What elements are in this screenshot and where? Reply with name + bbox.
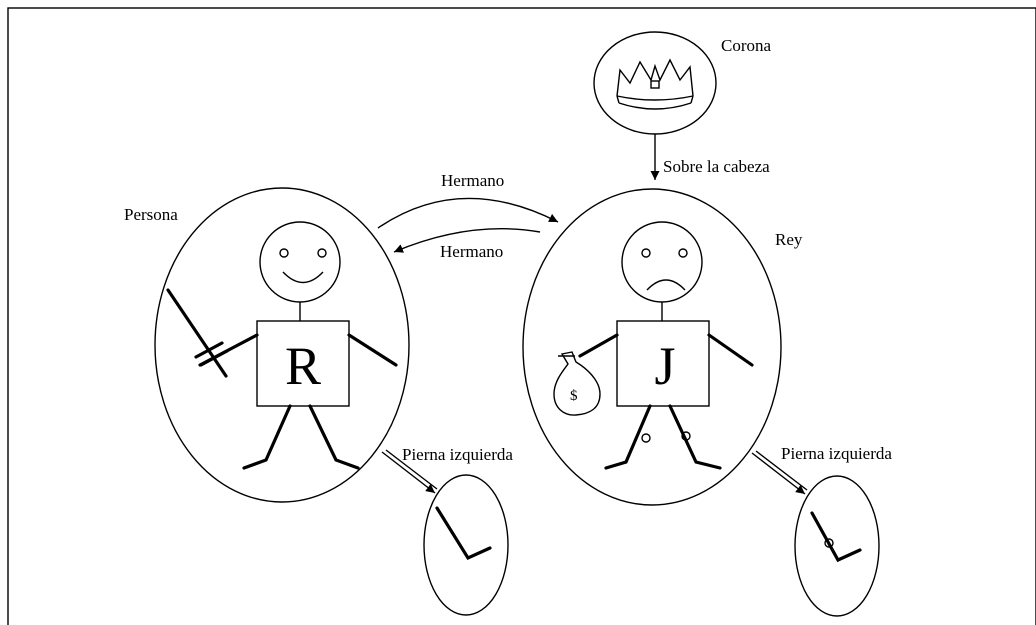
person-r-torso xyxy=(256,320,350,407)
frowning-head-icon xyxy=(621,221,703,303)
persona-label: Persona xyxy=(124,205,178,224)
left-leg-r-ellipse xyxy=(423,474,509,616)
sword-icon xyxy=(166,288,229,378)
left-leg-r: Pierna izquierda xyxy=(381,445,513,616)
hermano-label-bottom: Hermano xyxy=(440,242,503,261)
crown-ellipse xyxy=(593,31,717,135)
left-leg-j: Pierna izquierda xyxy=(751,444,892,617)
letter-r: R xyxy=(285,336,321,396)
money-bag-icon: $ xyxy=(553,351,601,416)
rey-label: Rey xyxy=(775,230,803,249)
corona-label: Corona xyxy=(721,36,772,55)
hermano-arrow-top xyxy=(377,197,559,229)
pierna-izquierda-label-2: Pierna izquierda xyxy=(781,444,892,463)
hermano-label-top: Hermano xyxy=(441,171,504,190)
king-j-ellipse xyxy=(522,188,782,506)
sobre-la-cabeza-label: Sobre la cabeza xyxy=(663,157,770,176)
smiling-head-icon xyxy=(259,221,341,303)
dollar-sign: $ xyxy=(570,388,578,404)
letter-j: J xyxy=(654,336,675,396)
person-r: Persona R xyxy=(124,187,410,503)
crown-icon xyxy=(616,58,694,110)
person-r-ellipse xyxy=(154,187,410,503)
diagram-frame xyxy=(7,7,1036,625)
king-j-torso xyxy=(616,320,710,407)
pierna-izquierda-label-1: Pierna izquierda xyxy=(402,445,513,464)
hermano-arrow-bottom xyxy=(393,228,541,253)
king-j: Rey J $ xyxy=(522,188,803,506)
left-leg-j-ellipse xyxy=(794,475,880,617)
crown-object: Corona xyxy=(593,31,772,135)
